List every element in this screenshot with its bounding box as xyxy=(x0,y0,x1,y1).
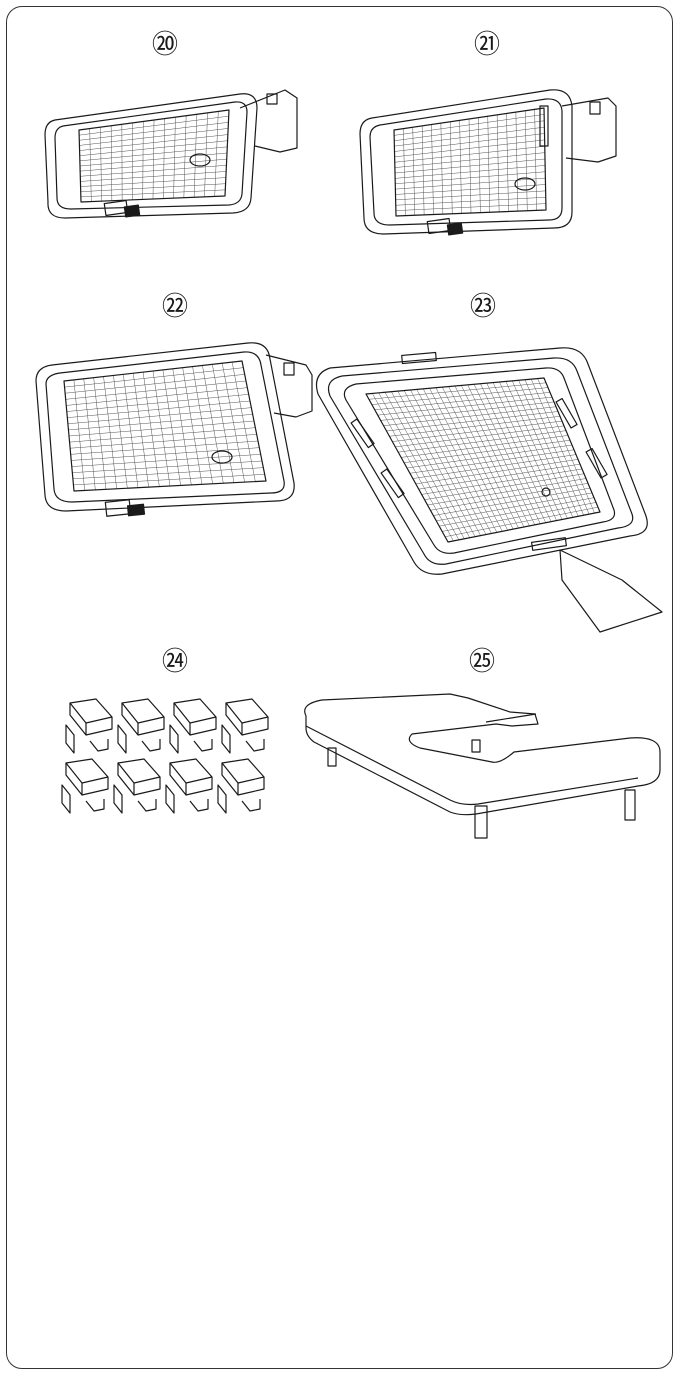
clip xyxy=(217,758,265,814)
grid-line xyxy=(72,460,263,473)
grid-line xyxy=(496,114,500,212)
grid-line xyxy=(511,380,574,518)
grid-line xyxy=(172,368,192,485)
grid-line xyxy=(221,363,245,483)
grid-line xyxy=(68,420,255,437)
grid-line xyxy=(192,366,213,484)
grid-line xyxy=(445,506,599,537)
grid-line xyxy=(525,110,528,211)
grid-line xyxy=(430,483,589,511)
grid-line xyxy=(162,369,181,486)
clip xyxy=(165,758,213,814)
embroidery-hoop-medium-illustration xyxy=(359,89,617,236)
grid-line xyxy=(487,116,490,213)
grid-line xyxy=(406,444,573,469)
clip xyxy=(65,698,113,754)
grid-line xyxy=(394,158,546,174)
grid-line xyxy=(80,189,226,198)
item-number-24: ㉔ xyxy=(161,647,188,677)
grid-line xyxy=(492,382,557,521)
item-number-20: ⑳ xyxy=(151,30,178,60)
grid-line xyxy=(442,502,597,532)
grid-line xyxy=(202,365,224,484)
clip xyxy=(221,698,269,754)
grid-border xyxy=(393,107,547,217)
grid-line xyxy=(518,380,579,517)
grid-line xyxy=(395,184,546,195)
grid-line xyxy=(395,197,546,206)
grid-line xyxy=(70,440,259,455)
grid-border xyxy=(78,109,230,203)
grid-line xyxy=(415,459,579,485)
grid-line xyxy=(395,171,546,184)
grid-line xyxy=(395,190,546,201)
grid-line xyxy=(486,383,552,522)
grid-line xyxy=(79,152,228,167)
grid-line xyxy=(193,114,198,198)
grid-line xyxy=(80,171,227,182)
embroidery-hoop-small-illustration xyxy=(44,89,298,219)
grid-line xyxy=(163,118,165,199)
clip xyxy=(61,758,109,814)
grid-line xyxy=(214,111,219,197)
grid-line xyxy=(436,492,593,522)
item-number-21: ㉑ xyxy=(473,30,500,60)
hoop-grid-20 xyxy=(78,109,230,203)
grid-line xyxy=(80,177,226,187)
grid-border xyxy=(365,377,601,543)
extension-table-illustration xyxy=(304,693,661,839)
clip xyxy=(113,758,161,814)
grid-line xyxy=(427,478,587,506)
grid-line xyxy=(534,109,537,211)
grid-line xyxy=(424,473,585,500)
item-number-25: ㉕ xyxy=(468,647,495,677)
grid-line xyxy=(73,474,265,486)
grid-line xyxy=(537,378,595,514)
grid-line xyxy=(80,165,227,177)
item-number-22: ㉒ xyxy=(161,292,188,322)
hoop-grid-23 xyxy=(365,377,601,543)
grid-line xyxy=(478,117,481,213)
grid-line xyxy=(515,112,519,212)
grid-line xyxy=(395,177,546,190)
grid-line xyxy=(531,379,590,515)
clip xyxy=(117,698,165,754)
grid-line xyxy=(173,117,176,199)
template-sheet xyxy=(559,549,663,633)
grid-line xyxy=(433,487,591,516)
grid-line xyxy=(69,427,256,443)
hoop-grid-22 xyxy=(63,360,267,492)
grid-line xyxy=(439,497,595,527)
grid-border xyxy=(63,360,267,492)
embroidery-hoop-large-illustration xyxy=(35,342,313,517)
grid-line xyxy=(80,183,226,192)
clip xyxy=(169,698,217,754)
grid-line xyxy=(421,468,583,495)
grid-line xyxy=(418,463,581,490)
grid-line xyxy=(499,381,563,520)
grid-line xyxy=(505,381,568,519)
grid-line xyxy=(395,165,546,179)
grid-line xyxy=(461,385,530,527)
grid-line xyxy=(182,367,203,485)
grid-line xyxy=(409,449,575,474)
grid-line xyxy=(524,379,584,516)
hoop-grid-21 xyxy=(393,107,547,217)
grid-line xyxy=(506,113,509,212)
grid-line xyxy=(473,384,541,524)
grid-line xyxy=(231,362,256,482)
grid-line xyxy=(395,203,546,211)
grid-line xyxy=(467,384,536,525)
hoop-clips-illustration xyxy=(61,698,269,814)
grid-line xyxy=(70,434,257,449)
page-frame xyxy=(6,6,673,1369)
embroidery-hoop-extra-large-illustration xyxy=(315,347,663,633)
grid-line xyxy=(80,158,227,172)
grid-line xyxy=(183,115,187,198)
grid-line xyxy=(72,467,264,480)
grid-line xyxy=(412,454,577,479)
grid-line xyxy=(212,364,235,483)
item-number-23: ㉓ xyxy=(469,292,496,322)
grid-line xyxy=(480,383,546,523)
